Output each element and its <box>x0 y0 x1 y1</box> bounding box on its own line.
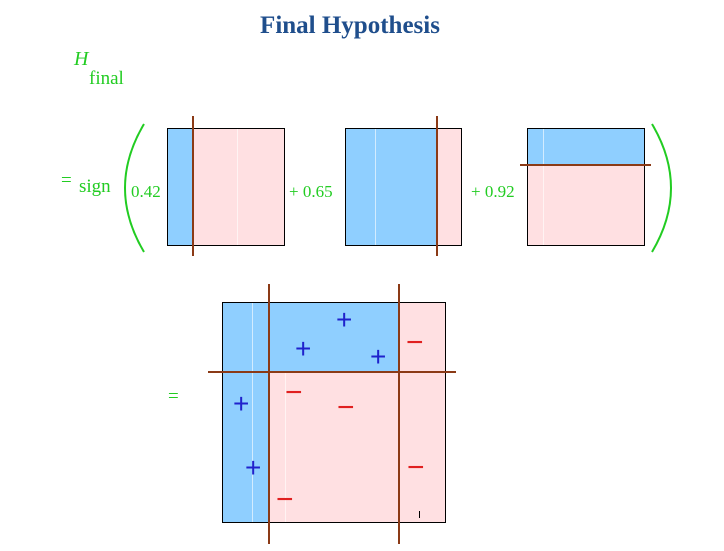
page-title: Final Hypothesis <box>260 12 440 39</box>
right-parenthesis <box>651 123 672 253</box>
faint-line <box>252 303 253 522</box>
plus-mark: + <box>295 333 312 364</box>
positive-region-top <box>269 303 400 373</box>
left-parenthesis <box>124 123 145 253</box>
positive-region <box>528 129 644 165</box>
hypothesis-symbol: H <box>74 48 89 70</box>
hypothesis-subscript: final <box>89 68 124 89</box>
faint-line <box>285 373 286 522</box>
faint-line <box>375 129 376 245</box>
negative-region-right <box>400 303 445 522</box>
positive-region <box>168 129 194 245</box>
equals-sign: = <box>61 170 72 191</box>
weak-classifier-1 <box>167 128 285 246</box>
decision-stump-3 <box>520 164 651 166</box>
positive-region-left <box>223 303 269 522</box>
minus-mark: − <box>337 391 355 424</box>
combined-equals-sign: = <box>168 386 179 407</box>
plus-mark: + <box>245 452 262 483</box>
decision-stump-2 <box>436 116 438 256</box>
plus-mark: + <box>233 388 250 419</box>
plus-mark: + <box>370 341 387 372</box>
positive-region <box>346 129 437 245</box>
combined-stump-1 <box>268 284 270 544</box>
negative-region <box>437 129 461 245</box>
small-tick-mark <box>419 511 420 518</box>
negative-region <box>194 129 284 245</box>
decision-stump-1 <box>192 116 194 256</box>
combined-classifier <box>222 302 446 523</box>
combined-stump-3 <box>208 371 456 373</box>
faint-line <box>543 129 544 245</box>
coefficient-3: + 0.92 <box>471 182 515 201</box>
negative-region <box>528 165 644 245</box>
weak-classifier-2 <box>345 128 462 246</box>
minus-mark: − <box>406 326 424 359</box>
coefficient-2: + 0.65 <box>289 182 333 201</box>
combined-stump-2 <box>398 284 400 544</box>
minus-mark: − <box>276 483 294 516</box>
minus-mark: − <box>407 451 425 484</box>
coefficient-1: 0.42 <box>131 182 161 201</box>
minus-mark: − <box>285 376 303 409</box>
faint-line <box>237 129 238 245</box>
plus-mark: + <box>336 304 353 335</box>
sign-function-label: sign <box>79 176 111 197</box>
weak-classifier-3 <box>527 128 645 246</box>
negative-region-center <box>269 373 400 522</box>
